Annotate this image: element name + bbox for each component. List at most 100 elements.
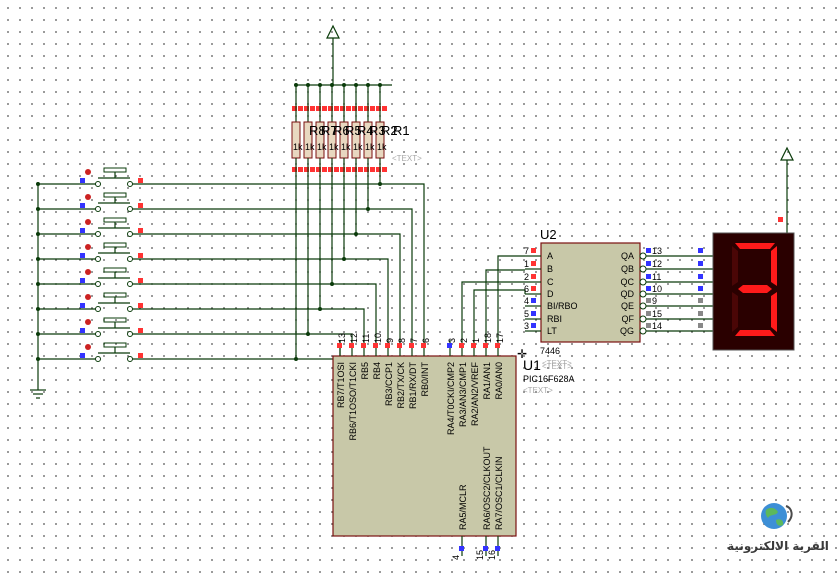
pin-number: 10	[652, 284, 662, 294]
junction	[36, 257, 40, 261]
pin-marker	[459, 343, 464, 348]
pin-marker	[531, 261, 536, 266]
pin-marker	[349, 343, 354, 348]
pin-marker	[292, 106, 297, 111]
pin-marker	[138, 178, 143, 183]
button-top-dot	[85, 344, 91, 350]
pin-marker	[304, 167, 309, 172]
pin-number: 7	[524, 246, 529, 256]
pin-inverter	[639, 290, 647, 298]
pin-number: 4	[524, 296, 529, 306]
pin-marker	[80, 328, 85, 333]
pin-name: RA6/OSC2/CLKOUT	[482, 446, 492, 530]
junction	[36, 232, 40, 236]
resistor-label: R5	[345, 123, 362, 138]
pin-number: 10	[373, 333, 383, 343]
junction	[378, 83, 382, 87]
pin-number: 3	[524, 321, 529, 331]
button-cap	[103, 192, 127, 198]
pin-name: RB1/RX/DT	[408, 362, 418, 410]
pin-marker	[352, 106, 357, 111]
pin-marker	[316, 167, 321, 172]
chip-ref: U1	[523, 357, 541, 373]
resistor-body	[291, 121, 301, 159]
watermark-text: القرية الالكترونية	[727, 539, 829, 553]
pin-marker	[334, 167, 339, 172]
pin-inverter	[639, 278, 647, 286]
junction	[330, 83, 334, 87]
pin-marker	[138, 253, 143, 258]
pin-marker	[531, 286, 536, 291]
button-terminal	[95, 256, 101, 262]
wire	[132, 340, 341, 360]
button-terminal	[95, 331, 101, 337]
pin-marker	[340, 167, 345, 172]
button-top-dot	[85, 319, 91, 325]
pin-marker	[382, 106, 387, 111]
resistor-label: R6	[333, 123, 350, 138]
pin-marker	[138, 303, 143, 308]
push-button	[36, 267, 377, 340]
pin-marker	[376, 167, 381, 172]
pin-number: 11	[361, 334, 371, 343]
pin-marker	[322, 106, 327, 111]
pin-marker	[373, 343, 378, 348]
pin-marker	[531, 311, 536, 316]
junction	[36, 357, 40, 361]
segment-e	[732, 292, 738, 332]
pin-name: QC	[621, 277, 635, 287]
pin-name: D	[547, 289, 554, 299]
junction	[294, 83, 298, 87]
pin-name: RA7/OSC1/CLKIN	[494, 456, 504, 530]
pin-marker	[646, 274, 651, 279]
push-buttons	[36, 167, 425, 362]
pin-name: QG	[620, 326, 634, 336]
pin-marker	[459, 546, 464, 551]
pin-marker	[698, 248, 703, 253]
junction	[36, 182, 40, 186]
pin-marker	[698, 274, 703, 279]
button-cap	[103, 292, 127, 298]
pin-marker	[138, 278, 143, 283]
pin-name: A	[547, 251, 553, 261]
wire	[132, 308, 365, 340]
watermark-logo: القرية الالكترونية	[722, 500, 834, 562]
seven-segment-display	[712, 215, 795, 351]
pin-name: QD	[621, 289, 635, 299]
resistor-value: 1k	[305, 142, 315, 152]
chip-body	[540, 242, 641, 343]
pin-inverter	[639, 327, 647, 335]
push-button	[36, 242, 389, 340]
pin-name: QA	[621, 251, 634, 261]
button-terminal	[127, 256, 133, 262]
pin-marker	[370, 167, 375, 172]
chip-ghost-text: <TEXT>	[542, 362, 572, 371]
pin-name: RB6/T1OSO/T1CKI	[348, 362, 358, 441]
wire	[132, 258, 389, 340]
resistor-label: R4	[357, 123, 374, 138]
pin-inverter	[639, 302, 647, 310]
pin-name: RA2/AN2/VREF	[470, 362, 480, 427]
pin-name: RA3/AN3/CMP1	[458, 362, 468, 427]
pin-marker	[531, 274, 536, 279]
button-terminal	[95, 281, 101, 287]
pin-marker	[358, 167, 363, 172]
button-terminal	[95, 181, 101, 187]
wire	[132, 208, 413, 340]
wires	[30, 24, 794, 399]
segment-c	[771, 292, 777, 332]
resistor-label: R8	[309, 123, 326, 138]
pin-marker	[334, 106, 339, 111]
pin-marker	[328, 167, 333, 172]
chip-part: PIC16F628A	[523, 374, 575, 384]
pin-number: 11	[652, 272, 661, 282]
resistor-value: 1k	[317, 142, 327, 152]
button-cap	[103, 167, 127, 173]
pin-marker	[80, 178, 85, 183]
pin-marker	[376, 106, 381, 111]
pin-marker	[328, 106, 333, 111]
pin-marker	[361, 343, 366, 348]
button-top-dot	[85, 219, 91, 225]
pin-marker	[346, 167, 351, 172]
